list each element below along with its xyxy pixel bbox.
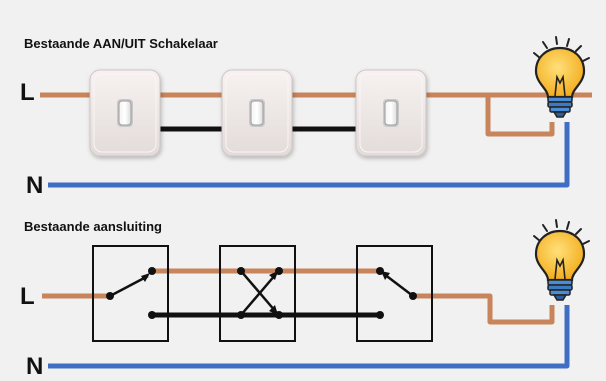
wall-switch-icon[interactable] <box>222 70 292 156</box>
switch-box-2[interactable] <box>219 245 296 342</box>
wall-switch-icon[interactable] <box>90 70 160 156</box>
light-bulb-icon <box>532 35 591 119</box>
switch-box-1[interactable] <box>92 245 169 342</box>
live-wire-bottom <box>42 268 555 325</box>
live-label-bottom: L <box>20 283 35 310</box>
section-title-top: Bestaande AAN/UIT Schakelaar <box>24 36 218 51</box>
neutral-label-top: N <box>26 172 43 199</box>
neutral-wire-top <box>48 122 570 188</box>
switch-contact-icon <box>237 267 283 319</box>
switch-contact-icon <box>376 267 417 319</box>
neutral-wire-bottom <box>48 305 570 369</box>
light-bulb-icon <box>532 218 591 302</box>
live-wire-to-bulb <box>413 293 555 325</box>
switch-contact-icon <box>106 267 156 319</box>
live-wire-to-bulb <box>440 92 555 137</box>
neutral-label-bottom: N <box>26 353 43 380</box>
switch-box-3[interactable] <box>356 245 433 342</box>
section-title-bottom: Bestaande aansluiting <box>24 219 162 234</box>
live-label-top: L <box>20 79 35 106</box>
wall-switch-icon[interactable] <box>356 70 426 156</box>
